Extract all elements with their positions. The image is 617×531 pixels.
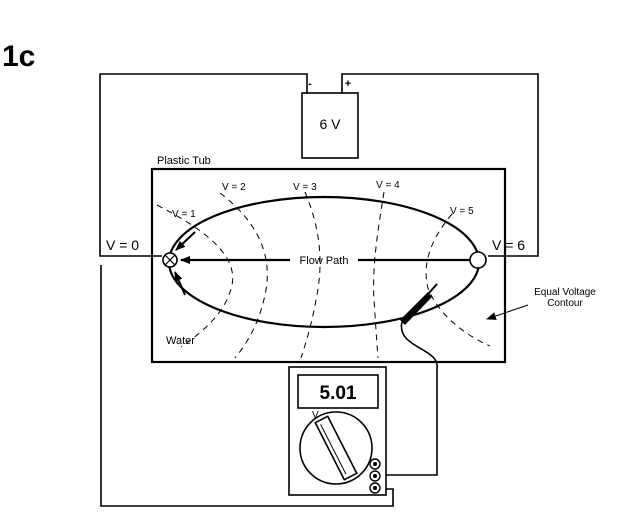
contour-callout-line2: Contour bbox=[547, 298, 583, 309]
contour-label-v1: V = 1 bbox=[172, 209, 196, 220]
right-electrode bbox=[469, 251, 487, 269]
contour-line-2 bbox=[219, 192, 268, 359]
upper-converge-arrow bbox=[175, 231, 196, 251]
lower-converge-arrow bbox=[174, 271, 186, 296]
flow-path-label: Flow Path bbox=[300, 255, 349, 267]
jack-top[interactable] bbox=[369, 458, 381, 470]
positive-wire bbox=[341, 73, 539, 257]
meter-reading: 5.01 bbox=[320, 383, 357, 404]
meter-unit-label: V bbox=[312, 410, 319, 421]
right-electrode-label: V = 6 bbox=[492, 237, 525, 253]
battery-label: 6 V bbox=[319, 116, 341, 132]
probe-handle bbox=[400, 292, 432, 325]
common-lead bbox=[100, 265, 394, 507]
equal-voltage-contours: V = 1 V = 2 V = 3 V = 4 V = 5 bbox=[156, 180, 491, 359]
left-electrode-label: V = 0 bbox=[106, 237, 139, 253]
contour-label-v5: V = 5 bbox=[450, 206, 474, 217]
probe-tip bbox=[427, 283, 438, 295]
battery: 6 V - + bbox=[301, 78, 359, 159]
probe-lead bbox=[382, 321, 438, 476]
water-label: Water bbox=[166, 335, 195, 347]
contour-label-v4: V = 4 bbox=[376, 180, 400, 191]
voltage-probe bbox=[382, 283, 438, 476]
multimeter: 5.01 V bbox=[288, 366, 387, 496]
battery-negative-sign: - bbox=[308, 78, 312, 90]
negative-wire bbox=[99, 73, 308, 257]
jack-bottom[interactable] bbox=[369, 482, 381, 494]
contour-callout-arrow bbox=[486, 304, 529, 320]
selector-knob[interactable] bbox=[314, 415, 358, 481]
battery-positive-sign: + bbox=[345, 78, 351, 90]
contour-line-3 bbox=[300, 191, 321, 359]
meter-display bbox=[297, 374, 379, 409]
contour-line-5 bbox=[425, 213, 491, 347]
contour-callout-line1: Equal Voltage bbox=[534, 287, 596, 298]
contour-label-v2: V = 2 bbox=[222, 182, 246, 193]
contour-line-1 bbox=[156, 204, 234, 348]
contour-label-v3: V = 3 bbox=[293, 182, 317, 193]
jack-middle[interactable] bbox=[369, 470, 381, 482]
left-electrode bbox=[162, 252, 178, 268]
battery-body bbox=[301, 92, 359, 159]
tub-label: Plastic Tub bbox=[157, 155, 211, 167]
figure-label: 1c bbox=[2, 40, 35, 73]
contour-line-4 bbox=[373, 191, 385, 359]
plastic-tub bbox=[150, 167, 507, 364]
